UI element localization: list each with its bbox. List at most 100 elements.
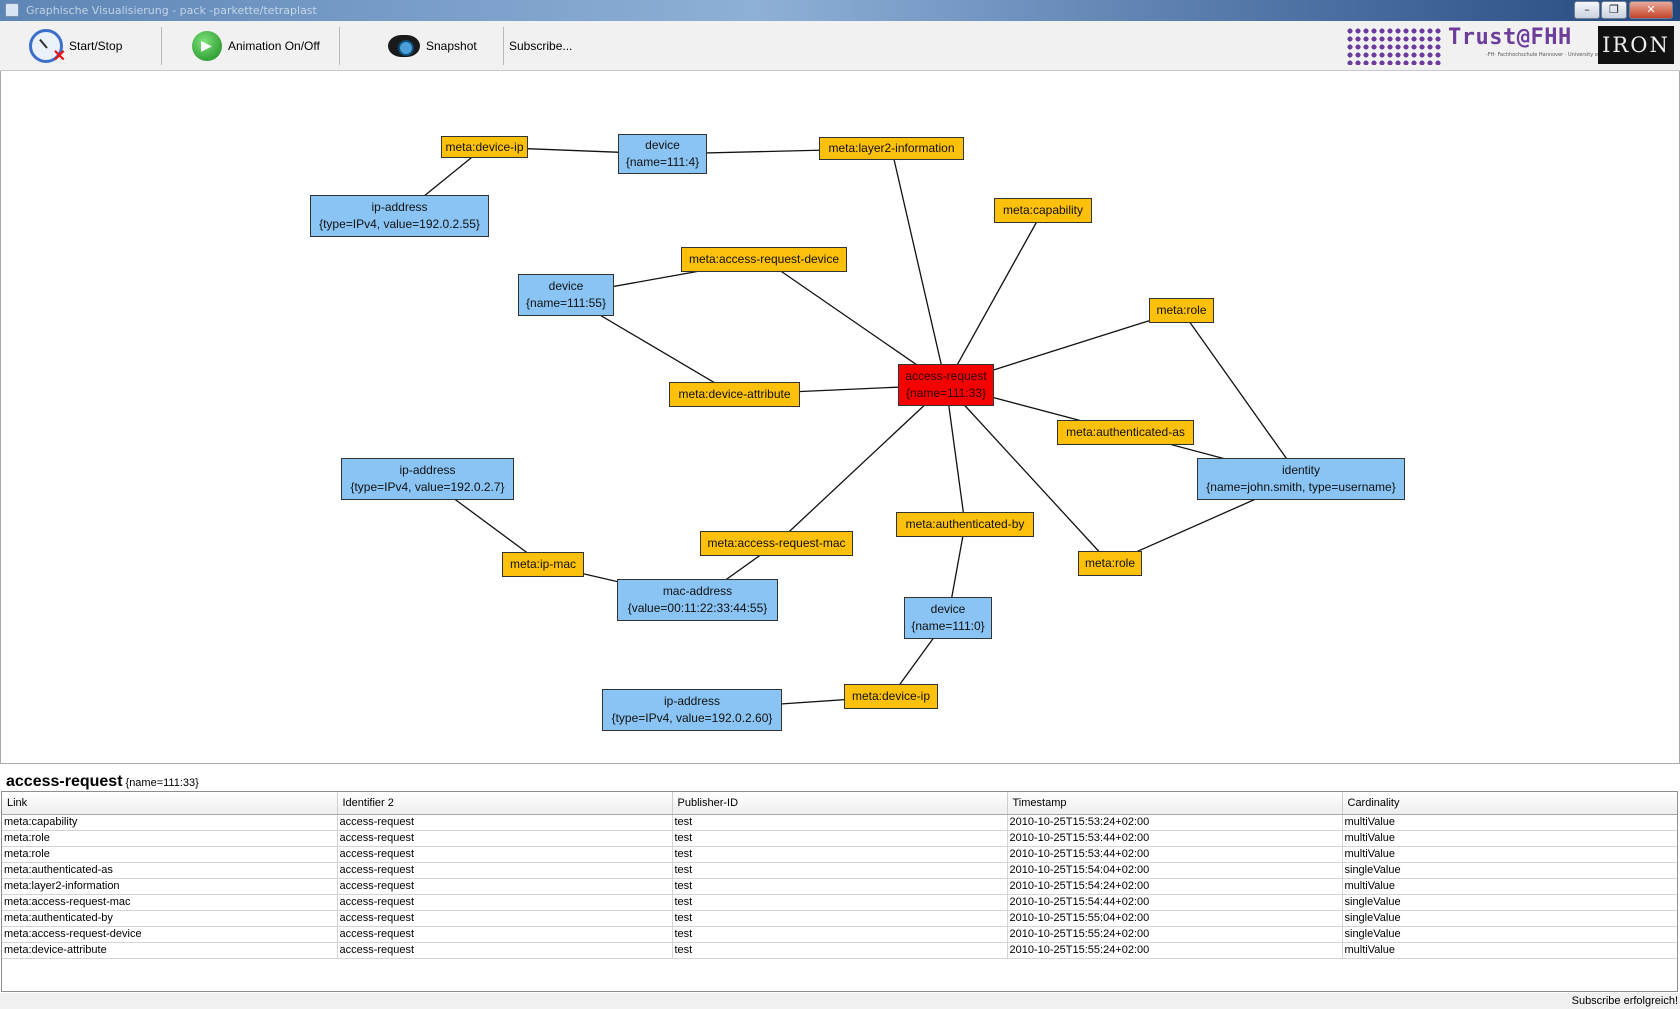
column-header[interactable]: Identifier 2 (337, 792, 673, 815)
graph-edge-n9-n15 (776, 384, 947, 544)
metadata-node[interactable]: meta:access-request-mac (700, 531, 853, 556)
table-cell: meta:authenticated-by (2, 910, 338, 927)
identifier-node[interactable]: device{name=111:0} (904, 597, 992, 639)
table-cell: meta:access-request-mac (2, 894, 338, 911)
table-cell: access-request (337, 894, 673, 911)
metadata-node[interactable]: meta:role (1149, 298, 1214, 323)
metadata-node[interactable]: meta:access-request-device (681, 247, 847, 272)
metadata-node[interactable]: meta:authenticated-as (1057, 420, 1194, 445)
node-type-label: meta:ip-mac (509, 557, 577, 571)
table-cell: 2010-10-25T15:55:24+02:00 (1007, 942, 1343, 959)
column-header[interactable]: Link (2, 792, 338, 815)
metadata-node[interactable]: meta:authenticated-by (896, 512, 1034, 537)
iron-logo: IRON (1598, 26, 1674, 64)
column-header[interactable]: Cardinality (1342, 792, 1677, 815)
column-header[interactable]: Timestamp (1007, 792, 1343, 815)
close-button[interactable]: ✕ (1629, 1, 1673, 19)
animation-toggle-button[interactable]: Animation On/Off (192, 21, 320, 71)
graph-panel[interactable]: meta:device-ip device{name=111:4} meta:lay… (0, 71, 1680, 764)
table-cell: 2010-10-25T15:54:04+02:00 (1007, 862, 1343, 879)
table-cell: access-request (337, 910, 673, 927)
table-cell: access-request (337, 814, 673, 831)
node-type-label: identity (1281, 463, 1321, 477)
node-type-label: device (645, 138, 680, 152)
table-cell: meta:access-request-device (2, 926, 338, 943)
maximize-button[interactable]: ❐ (1601, 1, 1627, 19)
logo-trust-text: Trust@FHH (1448, 25, 1572, 50)
table-cell: multiValue (1342, 814, 1677, 831)
table-cell: access-request (337, 878, 673, 895)
table-cell: singleValue (1342, 910, 1677, 927)
table-cell: test (672, 942, 1008, 959)
start-stop-button[interactable]: Start/Stop (29, 21, 122, 71)
metadata-node[interactable]: meta:capability (994, 198, 1092, 223)
metadata-node[interactable]: meta:device-ip (844, 684, 938, 709)
identifier-node[interactable]: mac-address{value=00:11:22:33:44:55} (617, 579, 778, 621)
identifier-node[interactable]: ip-address{type=IPv4, value=192.0.2.60} (602, 689, 782, 731)
toolbar-separator (339, 27, 340, 65)
node-type-label: meta:access-request-device (688, 252, 840, 266)
node-attributes-label: {name=111:33} (906, 386, 986, 400)
identifier-node[interactable]: device{name=111:4} (618, 134, 707, 174)
detail-identifier-attributes: {name=111:33} (125, 777, 199, 789)
node-type-label: meta:role (1084, 556, 1136, 570)
table-cell: singleValue (1342, 894, 1677, 911)
table-cell: 2010-10-25T15:55:04+02:00 (1007, 910, 1343, 927)
table-cell: multiValue (1342, 846, 1677, 863)
graph-edge-n9-n14 (945, 384, 966, 525)
node-type-label: meta:device-ip (445, 139, 524, 154)
table-cell: 2010-10-25T15:53:44+02:00 (1007, 830, 1343, 847)
detail-identifier-name: access-request (6, 773, 123, 790)
minimize-button[interactable]: – (1574, 1, 1600, 19)
table-cell: multiValue (1342, 942, 1677, 959)
node-type-label: device (548, 279, 584, 293)
metadata-node[interactable]: meta:layer2-information (819, 137, 964, 160)
node-type-label: mac-address (662, 584, 733, 598)
table-cell: meta:layer2-information (2, 878, 338, 895)
selected-identifier-node[interactable]: access-request{name=111:33} (898, 364, 994, 406)
graph-edge-n5-n9 (945, 210, 1044, 386)
node-type-label: device (930, 602, 966, 616)
clock-stop-icon (29, 29, 66, 66)
identifier-node[interactable]: ip-address{type=IPv4, value=192.0.2.55} (310, 195, 489, 237)
table-cell: test (672, 878, 1008, 895)
table-cell: 2010-10-25T15:54:44+02:00 (1007, 894, 1343, 911)
node-type-label: meta:layer2-information (828, 141, 955, 155)
identifier-node[interactable]: ip-address{type=IPv4, value=192.0.2.7} (341, 458, 514, 500)
metadata-node[interactable]: meta:device-ip (441, 136, 528, 158)
table-cell: meta:capability (2, 814, 338, 831)
metadata-node[interactable]: meta:ip-mac (502, 552, 584, 577)
table-cell: 2010-10-25T15:53:24+02:00 (1007, 814, 1343, 831)
status-bar: Subscribe erfolgreich! (0, 993, 1680, 1009)
java-app-icon (5, 3, 19, 17)
identifier-node[interactable]: device{name=111:55} (518, 274, 614, 316)
metadata-node[interactable]: meta:device-attribute (669, 382, 800, 407)
snapshot-button[interactable]: Snapshot (388, 21, 477, 71)
logo-dot-pattern (1346, 27, 1442, 65)
graph-edge-n3-n9 (890, 148, 947, 386)
metadata-node[interactable]: meta:role (1078, 551, 1142, 576)
table-cell: multiValue (1342, 878, 1677, 895)
column-header[interactable]: Publisher-ID (672, 792, 1008, 815)
table-cell: singleValue (1342, 926, 1677, 943)
toolbar-separator (503, 27, 504, 65)
node-attributes-label: {type=IPv4, value=192.0.2.60} (611, 711, 773, 725)
node-attributes-label: {type=IPv4, value=192.0.2.55} (319, 217, 480, 231)
node-type-label: meta:authenticated-as (1066, 425, 1185, 439)
table-cell: test (672, 846, 1008, 863)
node-type-label: meta:device-attribute (678, 387, 791, 401)
subscribe-button[interactable]: Subscribe... (509, 21, 572, 71)
identifier-node[interactable]: identity{name=john.smith, type=username} (1197, 458, 1405, 500)
